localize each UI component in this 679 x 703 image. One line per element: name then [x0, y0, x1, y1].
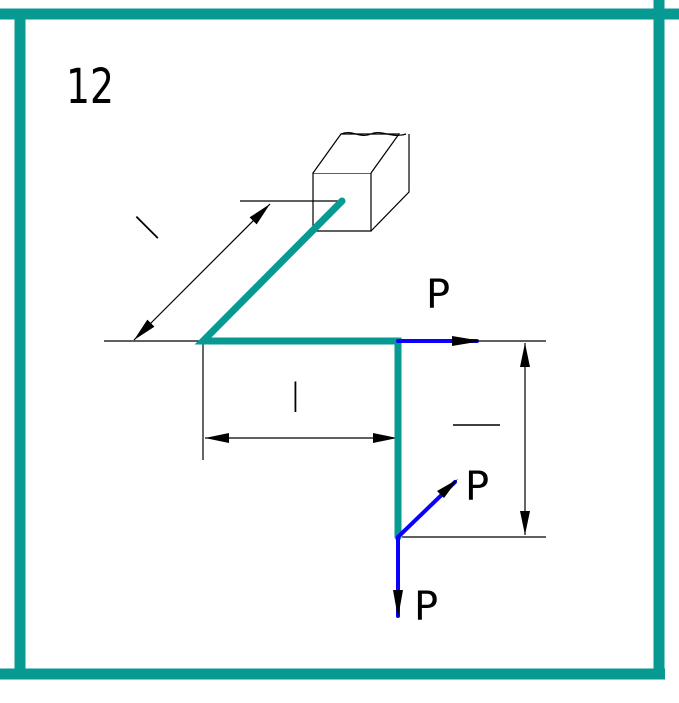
force-label-top: P [426, 272, 450, 318]
force-label-bottom: P [414, 584, 438, 630]
frame-bars [194, 197, 402, 541]
force-arrowheads [393, 336, 482, 618]
dimension-line-diagonal [133, 203, 271, 341]
force-label-diagonal: P [465, 464, 489, 510]
problem-number: 12 [66, 59, 114, 115]
dimension-label-horizontal: l [290, 376, 301, 422]
panel-frame [0, 0, 679, 680]
dimension-label-diagonal: l [129, 209, 169, 249]
